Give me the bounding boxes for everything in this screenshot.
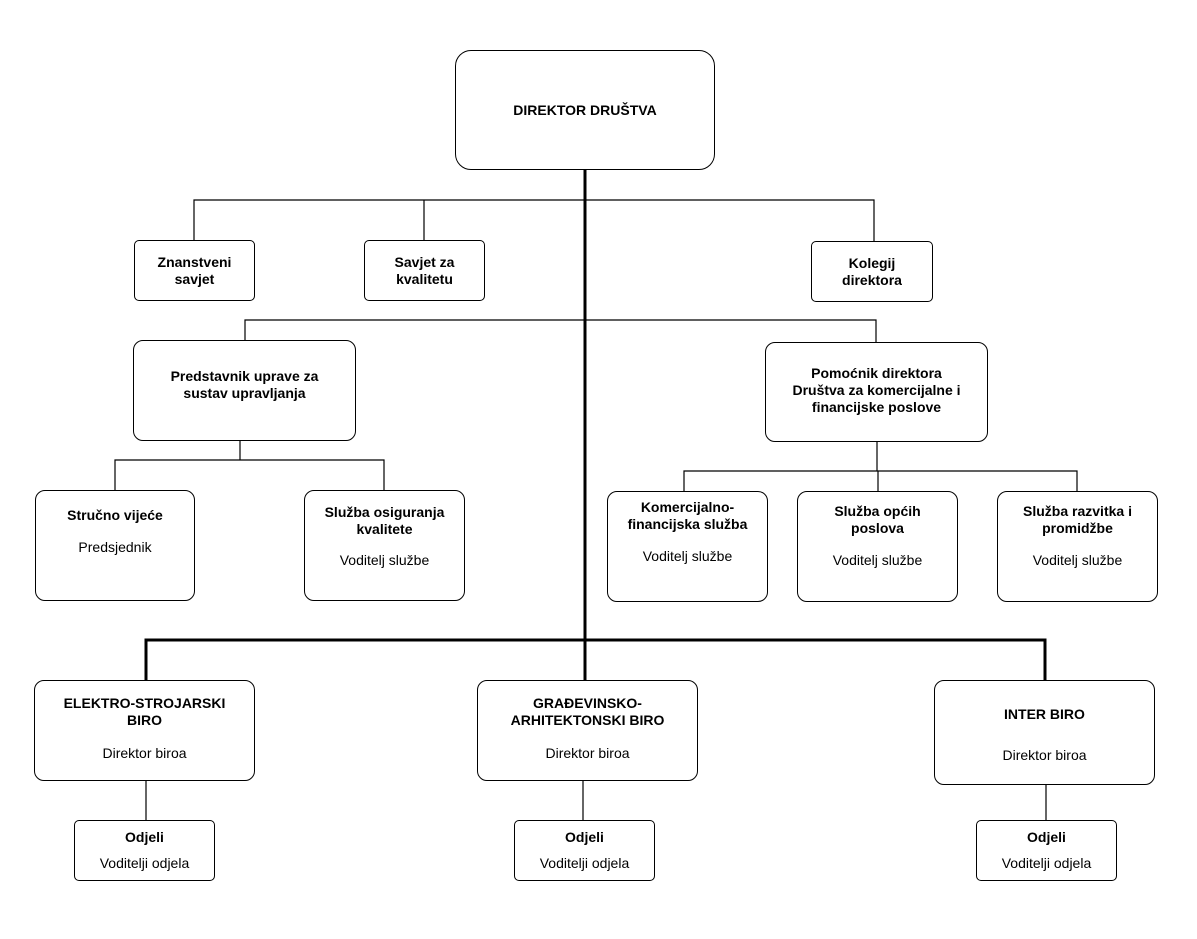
inter-departments-title: Odjeli [1027,829,1066,845]
electro-departments-title: Odjeli [125,829,164,845]
connector-assistant-children [683,470,1078,491]
expert-council-title: Stručno vijeće [67,507,163,523]
scientific-council-title: Znanstveni savjet [157,253,232,287]
expert-council-subtitle: Predsjednik [78,539,152,555]
connector-mgmt-rep-children [114,459,385,490]
assistant-director-box: Pomoćnik direktora Društva za komercijal… [765,342,988,442]
construction-departments-box: Odjeli Voditelji odjela [514,820,655,881]
inter-bureau-title: INTER BIRO [1004,706,1085,722]
expert-council-box: Stručno vijeće Predsjednik [35,490,195,601]
connector-level2 [244,319,877,342]
electro-bureau-subtitle: Direktor biroa [102,745,187,761]
inter-bureau-box: INTER BIRO Direktor biroa [934,680,1155,785]
electro-bureau-box: ELEKTRO-STROJARSKI BIRO Direktor biroa [34,680,255,781]
management-rep-title: Predstavnik uprave za sustav upravljanja [170,367,319,401]
director-title: DIREKTOR DRUŠTVA [513,101,657,118]
quality-assurance-subtitle: Voditelj službe [339,552,430,568]
quality-council-title: Savjet za kvalitetu [394,253,455,287]
construction-bureau-subtitle: Direktor biroa [545,745,630,761]
general-affairs-title: Služba općih poslova [834,503,921,536]
quality-assurance-title: Služba osiguranja kvalitete [324,504,445,537]
commercial-financial-title: Komercijalno- financijska služba [627,499,748,532]
construction-departments-title: Odjeli [565,829,604,845]
construction-departments-subtitle: Voditelji odjela [539,855,630,871]
general-affairs-box: Služba općih poslova Voditelj službe [797,491,958,602]
construction-bureau-box: GRAĐEVINSKO- ARHITEKTONSKI BIRO Direktor… [477,680,698,781]
electro-bureau-title: ELEKTRO-STROJARSKI BIRO [63,695,226,728]
commercial-financial-box: Komercijalno- financijska služba Voditel… [607,491,768,602]
scientific-council-box: Znanstveni savjet [134,240,255,301]
connector-bureaus [144,638,1047,680]
inter-bureau-subtitle: Direktor biroa [1002,747,1087,763]
assistant-director-title: Pomoćnik direktora Društva za komercijal… [792,364,961,415]
connector-councils [193,199,875,241]
commercial-financial-subtitle: Voditelj službe [642,548,733,564]
development-promotion-subtitle: Voditelj službe [1032,552,1123,568]
electro-departments-box: Odjeli Voditelji odjela [74,820,215,881]
construction-bureau-title: GRAĐEVINSKO- ARHITEKTONSKI BIRO [510,695,665,728]
inter-departments-subtitle: Voditelji odjela [1001,855,1092,871]
quality-council-box: Savjet za kvalitetu [364,240,485,301]
director-box: DIREKTOR DRUŠTVA [455,50,715,170]
director-collegium-title: Kolegij direktora [842,254,902,288]
development-promotion-title: Služba razvitka i promidžbe [1023,503,1132,536]
management-rep-box: Predstavnik uprave za sustav upravljanja [133,340,356,441]
general-affairs-subtitle: Voditelj službe [832,552,923,568]
development-promotion-box: Služba razvitka i promidžbe Voditelj slu… [997,491,1158,602]
electro-departments-subtitle: Voditelji odjela [99,855,190,871]
quality-assurance-box: Služba osiguranja kvalitete Voditelj slu… [304,490,465,601]
inter-departments-box: Odjeli Voditelji odjela [976,820,1117,881]
director-collegium-box: Kolegij direktora [811,241,933,302]
